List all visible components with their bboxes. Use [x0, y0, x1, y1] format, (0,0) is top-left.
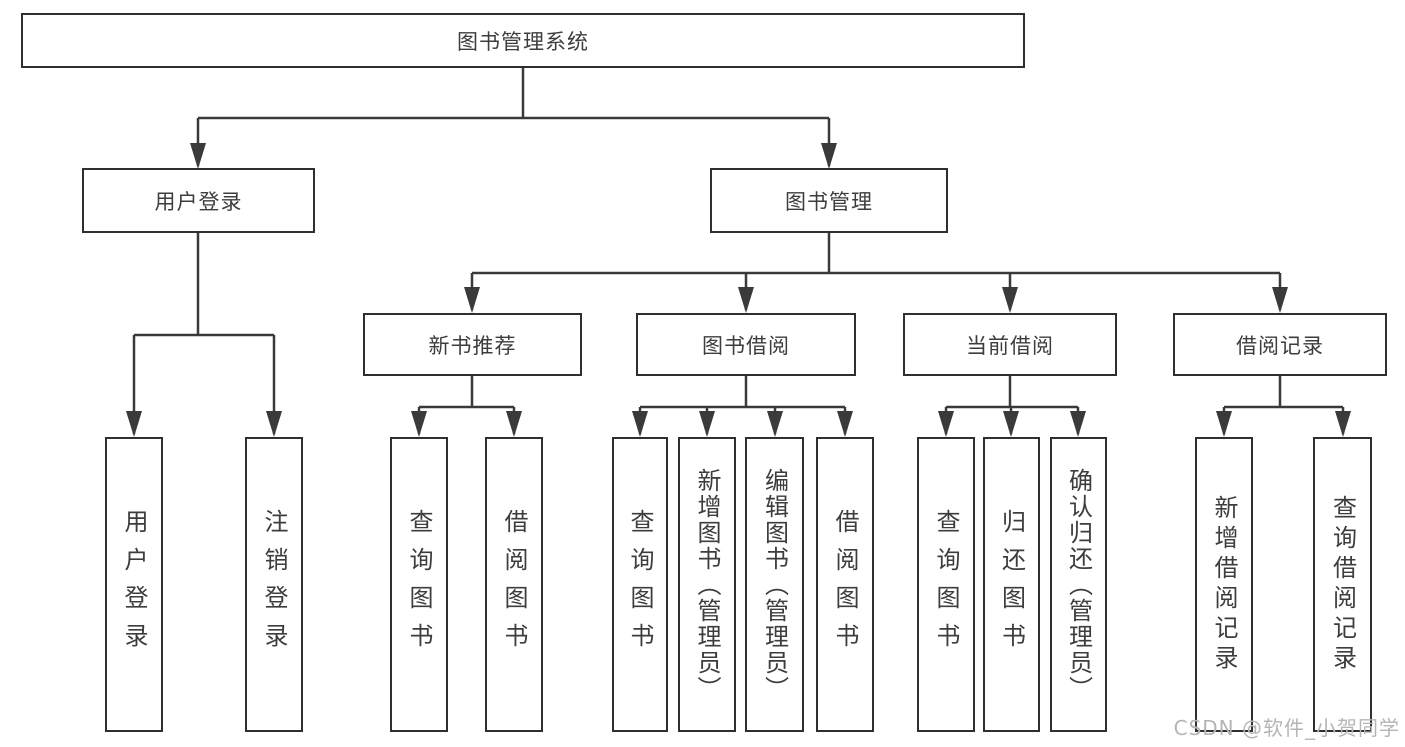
connector-book-mgmt-to-children [470, 233, 1282, 310]
arrowhead-icon [266, 411, 282, 437]
node-label: 归还图书 [997, 508, 1026, 661]
arrowhead-icon [821, 143, 837, 169]
node-label: 图书管理 [785, 189, 873, 214]
tree-node-bb-query: 查询图书 [612, 437, 668, 732]
csdn-watermark: CSDN @软件_小贺同学 [1173, 716, 1400, 740]
arrowhead-icon [411, 411, 427, 437]
arrowhead-icon [1070, 411, 1086, 437]
arrowhead-icon [1335, 411, 1351, 437]
node-label: 查询借阅记录 [1328, 494, 1357, 675]
node-label: 新书推荐 [428, 333, 517, 358]
tree-node-book-borrow: 图书借阅 [636, 313, 856, 376]
connector-book-borrow-to-children [638, 376, 847, 434]
node-label: 用户登录 [154, 189, 243, 214]
connector-new-book-rec-to-children [417, 376, 516, 434]
tree-node-bb-add: 新增图书（管理员） [678, 437, 736, 732]
node-label: 新增借阅记录 [1210, 494, 1238, 675]
node-label: 图书借阅 [702, 333, 790, 358]
node-label: 注销登录 [260, 508, 288, 661]
connector-user-login-to-children [132, 233, 276, 434]
tree-node-bb-borrow: 借阅图书 [816, 437, 874, 732]
connector-borrow-record-to-children [1222, 376, 1345, 434]
tree-node-root: 图书管理系统 [21, 13, 1025, 68]
arrowhead-icon [1272, 287, 1288, 313]
tree-node-bb-edit: 编辑图书（管理员） [745, 437, 804, 732]
arrowhead-icon [699, 411, 715, 437]
tree-node-rec-query: 查询图书 [390, 437, 448, 732]
node-label: 查询图书 [405, 508, 433, 661]
node-label: 借阅记录 [1236, 333, 1324, 358]
tree-node-borrow-record: 借阅记录 [1173, 313, 1387, 376]
arrowhead-icon [190, 143, 206, 169]
tree-node-cb-return: 归还图书 [983, 437, 1040, 732]
tree-node-new-book-rec: 新书推荐 [363, 313, 582, 376]
arrowhead-icon [1002, 287, 1018, 313]
connector-root-to-level1 [196, 68, 831, 166]
arrowhead-icon [1003, 411, 1019, 437]
arrowhead-icon [938, 411, 954, 437]
arrowhead-icon [464, 287, 480, 313]
node-label: 查询图书 [932, 508, 960, 661]
arrowhead-icon [767, 411, 783, 437]
arrowhead-icon [837, 411, 853, 437]
node-label: 当前借阅 [966, 333, 1054, 358]
tree-node-rec-borrow: 借阅图书 [485, 437, 543, 732]
tree-node-br-query: 查询借阅记录 [1313, 437, 1372, 732]
arrowhead-icon [126, 411, 142, 437]
arrowhead-icon [506, 411, 522, 437]
tree-node-user-login-leaf: 用户登录 [105, 437, 163, 732]
node-label: 借阅图书 [500, 508, 528, 661]
node-label: 查询图书 [626, 508, 654, 661]
node-label: 借阅图书 [831, 508, 859, 661]
tree-node-book-mgmt: 图书管理 [710, 168, 948, 233]
arrowhead-icon [1216, 411, 1232, 437]
node-label: 编辑图书（管理员） [760, 467, 789, 702]
tree-node-current-borrow: 当前借阅 [903, 313, 1117, 376]
arrowhead-icon [738, 287, 754, 313]
tree-node-user-login: 用户登录 [82, 168, 315, 233]
tree-node-cb-confirm: 确认归还（管理员） [1050, 437, 1107, 732]
node-label: 图书管理系统 [457, 29, 589, 54]
node-label: 确认归还（管理员） [1064, 467, 1093, 702]
node-label: 用户登录 [120, 508, 148, 661]
tree-node-logout: 注销登录 [245, 437, 303, 732]
arrowhead-icon [632, 411, 648, 437]
tree-node-br-add: 新增借阅记录 [1195, 437, 1253, 732]
tree-node-cb-query: 查询图书 [917, 437, 975, 732]
node-label: 新增图书（管理员） [693, 467, 721, 702]
